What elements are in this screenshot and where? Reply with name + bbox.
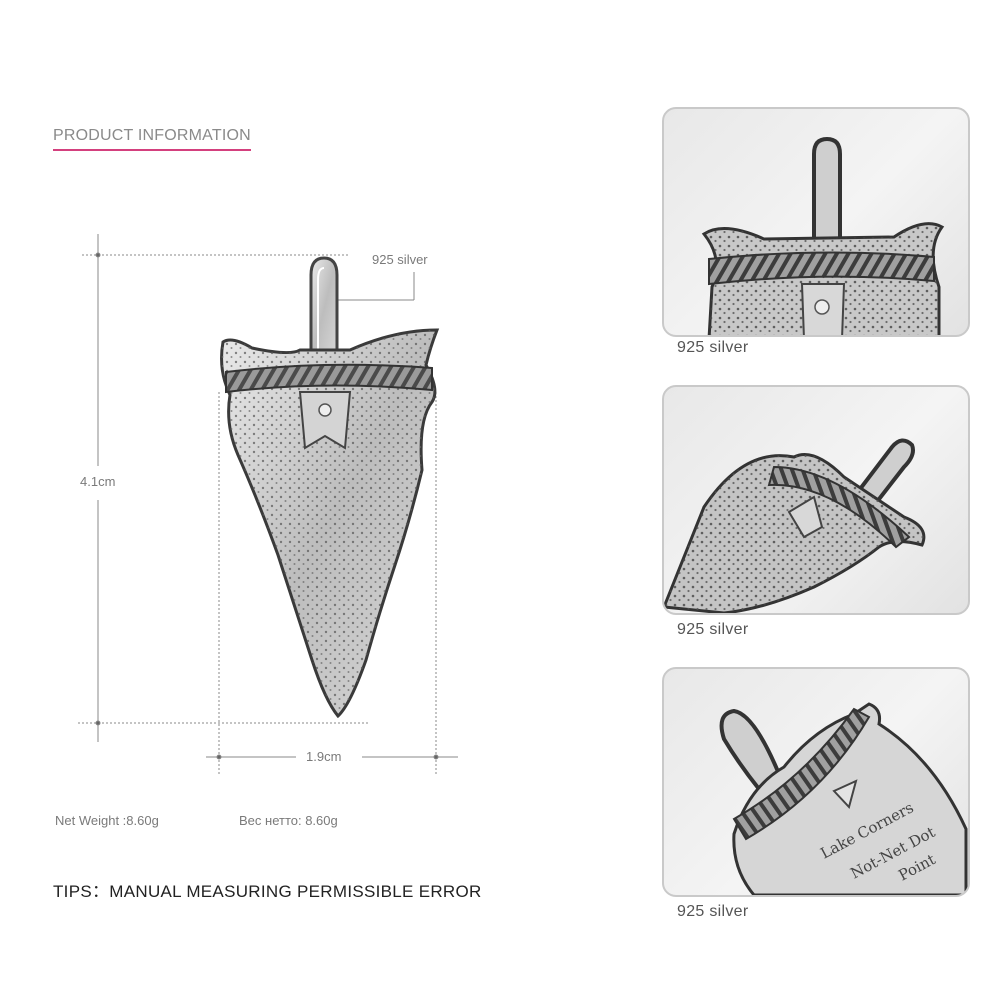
material-label: 925 silver [372, 252, 428, 267]
thumbnail-angle[interactable] [662, 385, 970, 615]
height-dimension [78, 234, 368, 742]
pendant-photo-back: Lake Corners Not-Net Dot Point [719, 702, 968, 895]
height-label: 4.1cm [80, 474, 116, 489]
material-callout-line [336, 272, 415, 301]
section-title: PRODUCT INFORMATION [53, 127, 251, 151]
net-weight: Net Weight :8.60g [55, 813, 159, 828]
thumbnail-front[interactable] [662, 107, 970, 337]
pendant-illustration [220, 256, 440, 719]
thumbnail-caption-2: 925 silver [677, 621, 749, 638]
width-label: 1.9cm [306, 749, 342, 764]
thumbnail-back[interactable]: Lake Corners Not-Net Dot Point [662, 667, 970, 897]
pendant-photo-angle [664, 438, 926, 613]
net-weight-ru: Вес нетто: 8.60g [239, 813, 338, 828]
pendant-photo-front [701, 136, 945, 335]
width-dimension [206, 392, 458, 774]
dimension-diagram [78, 234, 458, 774]
tips-text: TIPS：MANUAL MEASURING PERMISSIBLE ERROR [53, 882, 482, 901]
thumbnail-caption-1: 925 silver [677, 339, 749, 356]
thumbnail-caption-3: 925 silver [677, 903, 749, 920]
